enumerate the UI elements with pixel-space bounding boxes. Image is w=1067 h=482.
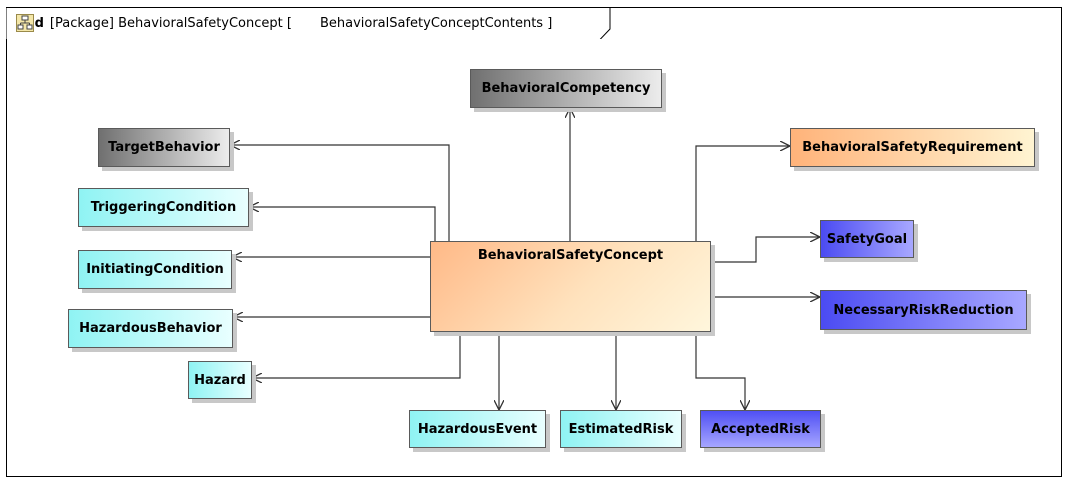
- block-name: EstimatedRisk: [568, 421, 674, 437]
- block-necessary-risk-reduction[interactable]: NecessaryRiskReduction: [820, 290, 1027, 330]
- association-behavioral-safety-requirement: [696, 146, 790, 241]
- block-name: BehavioralSafetyRequirement: [802, 140, 1023, 155]
- block-behavioral-safety-requirement[interactable]: BehavioralSafetyRequirement: [790, 128, 1035, 167]
- block-name: SafetyGoal: [826, 231, 908, 247]
- block-behavioral-competency[interactable]: BehavioralCompetency: [470, 69, 662, 108]
- block-name: HazardousBehavior: [79, 321, 222, 336]
- block-name: BehavioralSafetyConcept: [477, 248, 664, 263]
- association-safety-goal: [710, 237, 820, 262]
- diagram-package-name: BehavioralSafetyConcept [: [118, 15, 292, 31]
- block-hazardous-behavior[interactable]: HazardousBehavior: [68, 309, 233, 348]
- block-name: TargetBehavior: [108, 140, 220, 155]
- association-accepted-risk: [696, 332, 745, 410]
- block-name: HazardousEvent: [417, 421, 538, 437]
- block-hazardous-event[interactable]: HazardousEvent: [409, 410, 546, 448]
- block-name: NecessaryRiskReduction: [833, 302, 1014, 318]
- block-behavioral-safety-concept[interactable]: BehavioralSafetyConcept: [430, 241, 711, 332]
- block-initiating-condition[interactable]: InitiatingCondition: [78, 250, 232, 289]
- association-target-behavior: [230, 145, 449, 241]
- block-target-behavior[interactable]: TargetBehavior: [98, 128, 230, 167]
- diagram-element-kind: [Package]: [49, 15, 114, 31]
- block-name: BehavioralCompetency: [481, 81, 651, 96]
- block-name: AcceptedRisk: [711, 421, 810, 437]
- block-name: InitiatingCondition: [86, 262, 224, 277]
- block-name: TriggeringCondition: [90, 200, 237, 215]
- association-triggering-condition: [249, 207, 435, 241]
- block-name: Hazard: [194, 372, 246, 388]
- package-diagram-icon: [16, 14, 314, 32]
- block-estimated-risk[interactable]: EstimatedRisk: [560, 410, 682, 448]
- diagram-name: BehavioralSafetyConceptContents ]: [319, 15, 553, 31]
- block-hazard[interactable]: Hazard: [188, 361, 252, 399]
- header-tab-shape: [6, 7, 611, 39]
- block-safety-goal[interactable]: SafetyGoal: [820, 220, 914, 258]
- association-hazard: [252, 332, 460, 378]
- block-triggering-condition[interactable]: TriggeringCondition: [78, 188, 249, 227]
- block-accepted-risk[interactable]: AcceptedRisk: [700, 410, 821, 448]
